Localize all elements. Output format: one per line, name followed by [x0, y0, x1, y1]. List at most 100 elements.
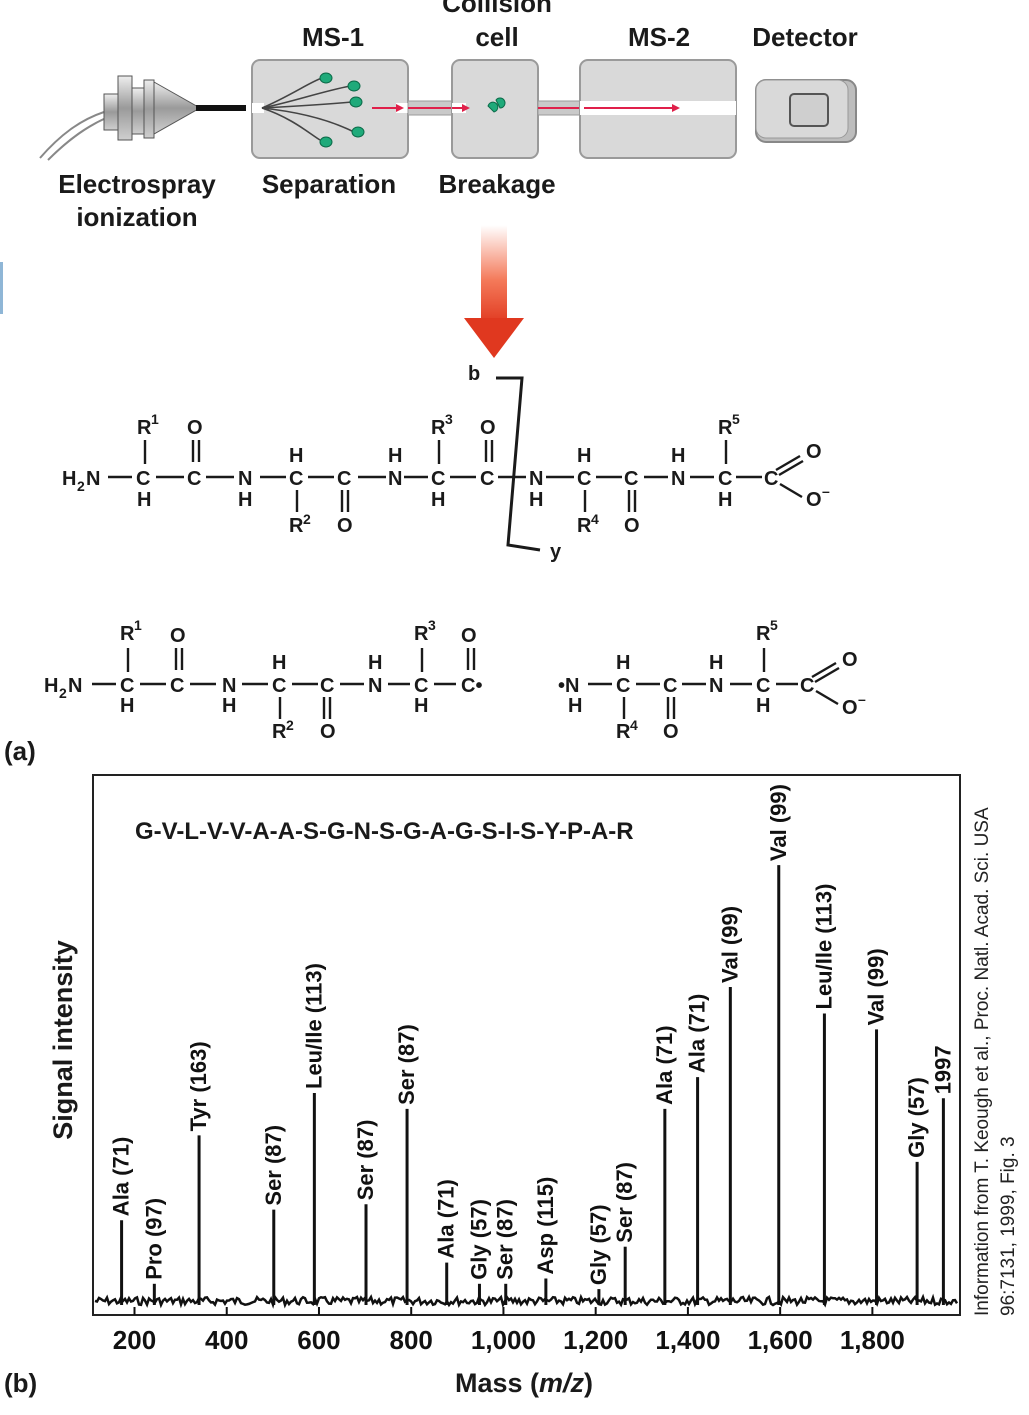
x-tick-label-0: 200	[113, 1325, 156, 1355]
svg-text:O: O	[337, 515, 353, 537]
svg-text:5: 5	[770, 617, 778, 633]
x-tick-label-3: 800	[390, 1325, 433, 1355]
peak-label-13: Ala (71)	[652, 1025, 677, 1104]
spectrum-baseline	[94, 1293, 959, 1309]
svg-text:O: O	[842, 649, 858, 671]
panel-a-label: (a)	[4, 736, 36, 766]
peak-label-9: Ser (87)	[493, 1199, 518, 1280]
svg-text:H: H	[120, 695, 134, 717]
x-tick-label-6: 1,400	[655, 1325, 720, 1355]
svg-text:H: H	[62, 468, 76, 490]
breakage-label: Breakage	[438, 169, 555, 199]
svg-text:H: H	[137, 489, 151, 511]
svg-text:N: N	[238, 468, 252, 490]
peak-label-18: Val (99)	[864, 948, 889, 1025]
svg-text:C: C	[624, 468, 638, 490]
svg-text:3: 3	[445, 411, 453, 427]
svg-text:C: C	[187, 468, 201, 490]
svg-text:2: 2	[77, 478, 85, 494]
svg-text:1: 1	[151, 411, 159, 427]
svg-text:H: H	[272, 652, 286, 674]
y-axis-label: Signal intensity	[48, 940, 78, 1140]
svg-text:H: H	[718, 489, 732, 511]
x-axis-label: Mass (m/z)	[455, 1368, 593, 1398]
peak-label-5: Ser (87)	[353, 1120, 378, 1201]
svg-text:C: C	[616, 675, 630, 697]
peak-label-7: Ala (71)	[434, 1179, 459, 1258]
x-tick-label-1: 400	[205, 1325, 248, 1355]
svg-text:H: H	[414, 695, 428, 717]
svg-text:•N: •N	[558, 675, 579, 697]
peak-label-14: Ala (71)	[685, 994, 710, 1073]
svg-text:R: R	[616, 721, 631, 743]
peak-label-6: Ser (87)	[394, 1024, 419, 1105]
peak-label-2: Tyr (163)	[186, 1041, 211, 1131]
svg-text:C: C	[272, 675, 286, 697]
svg-text:O: O	[461, 625, 477, 647]
peak-label-19: Gly (57)	[904, 1077, 929, 1158]
svg-text:N: N	[671, 468, 685, 490]
svg-text:C: C	[289, 468, 303, 490]
svg-text:2: 2	[286, 717, 294, 733]
svg-text:O: O	[170, 625, 186, 647]
peak-label-12: Ser (87)	[612, 1162, 637, 1243]
svg-text:O: O	[320, 721, 336, 743]
svg-text:C: C	[756, 675, 770, 697]
svg-text:1: 1	[134, 617, 142, 633]
svg-text:C: C	[320, 675, 334, 697]
svg-text:N: N	[222, 675, 236, 697]
collision-cell	[451, 59, 539, 159]
svg-text:C: C	[480, 468, 494, 490]
svg-text:O: O	[187, 417, 203, 439]
svg-text:C: C	[414, 675, 428, 697]
peptide-structure	[108, 376, 804, 552]
svg-text:O: O	[624, 515, 640, 537]
svg-text:C: C	[764, 468, 778, 490]
svg-text:H: H	[289, 445, 303, 467]
svg-text:R: R	[289, 515, 304, 537]
svg-text:4: 4	[591, 511, 599, 527]
svg-text:C: C	[431, 468, 445, 490]
svg-text:R: R	[137, 417, 152, 439]
peak-label-15: Val (99)	[717, 906, 742, 983]
baseline-noise	[94, 1293, 959, 1309]
spectrum-peaks: Ala (71) Pro (97) Tyr (163) Ser (87) Leu/Ile…	[109, 784, 955, 1305]
chart-title: G-V-L-V-V-A-A-S-G-N-S-G-A-G-S-I-S-Y-P-A-…	[135, 818, 634, 845]
svg-text:4: 4	[630, 717, 638, 733]
svg-text:3: 3	[428, 617, 436, 633]
x-tick-label-7: 1,600	[748, 1325, 813, 1355]
svg-text:C: C	[718, 468, 732, 490]
ms1-label: MS-1	[302, 22, 364, 52]
svg-text:C: C	[337, 468, 351, 490]
peak-label-16: Val (99)	[766, 784, 791, 861]
svg-text:R: R	[272, 721, 287, 743]
svg-text:O: O	[806, 489, 822, 511]
svg-text:H: H	[756, 695, 770, 717]
esi-label-line2: ionization	[76, 202, 197, 232]
peak-label-10: Asp (115)	[533, 1177, 558, 1275]
x-tick-label-8: 1,800	[840, 1325, 905, 1355]
ms2-chamber	[579, 59, 737, 159]
svg-text:H: H	[238, 489, 252, 511]
svg-text:R: R	[120, 623, 135, 645]
svg-text:O: O	[842, 697, 858, 719]
peak-label-1: Pro (97)	[141, 1198, 166, 1280]
peak-label-11: Gly (57)	[586, 1204, 611, 1285]
svg-text:N: N	[709, 675, 723, 697]
svg-text:C•: C•	[461, 675, 482, 697]
spectrum-chart: G-V-L-V-V-A-A-S-G-N-S-G-A-G-S-I-S-Y-P-A-…	[48, 774, 961, 1398]
svg-text:R: R	[756, 623, 771, 645]
svg-text:H: H	[709, 652, 723, 674]
svg-text:H: H	[577, 445, 591, 467]
electrospray-source	[39, 75, 246, 161]
svg-text:–: –	[822, 483, 830, 499]
peak-label-20: 1997	[930, 1045, 955, 1094]
svg-text:C: C	[136, 468, 150, 490]
peak-label-17: Leu/Ile (113)	[811, 884, 836, 1010]
svg-text:H: H	[388, 445, 402, 467]
accent-bar	[0, 262, 3, 314]
